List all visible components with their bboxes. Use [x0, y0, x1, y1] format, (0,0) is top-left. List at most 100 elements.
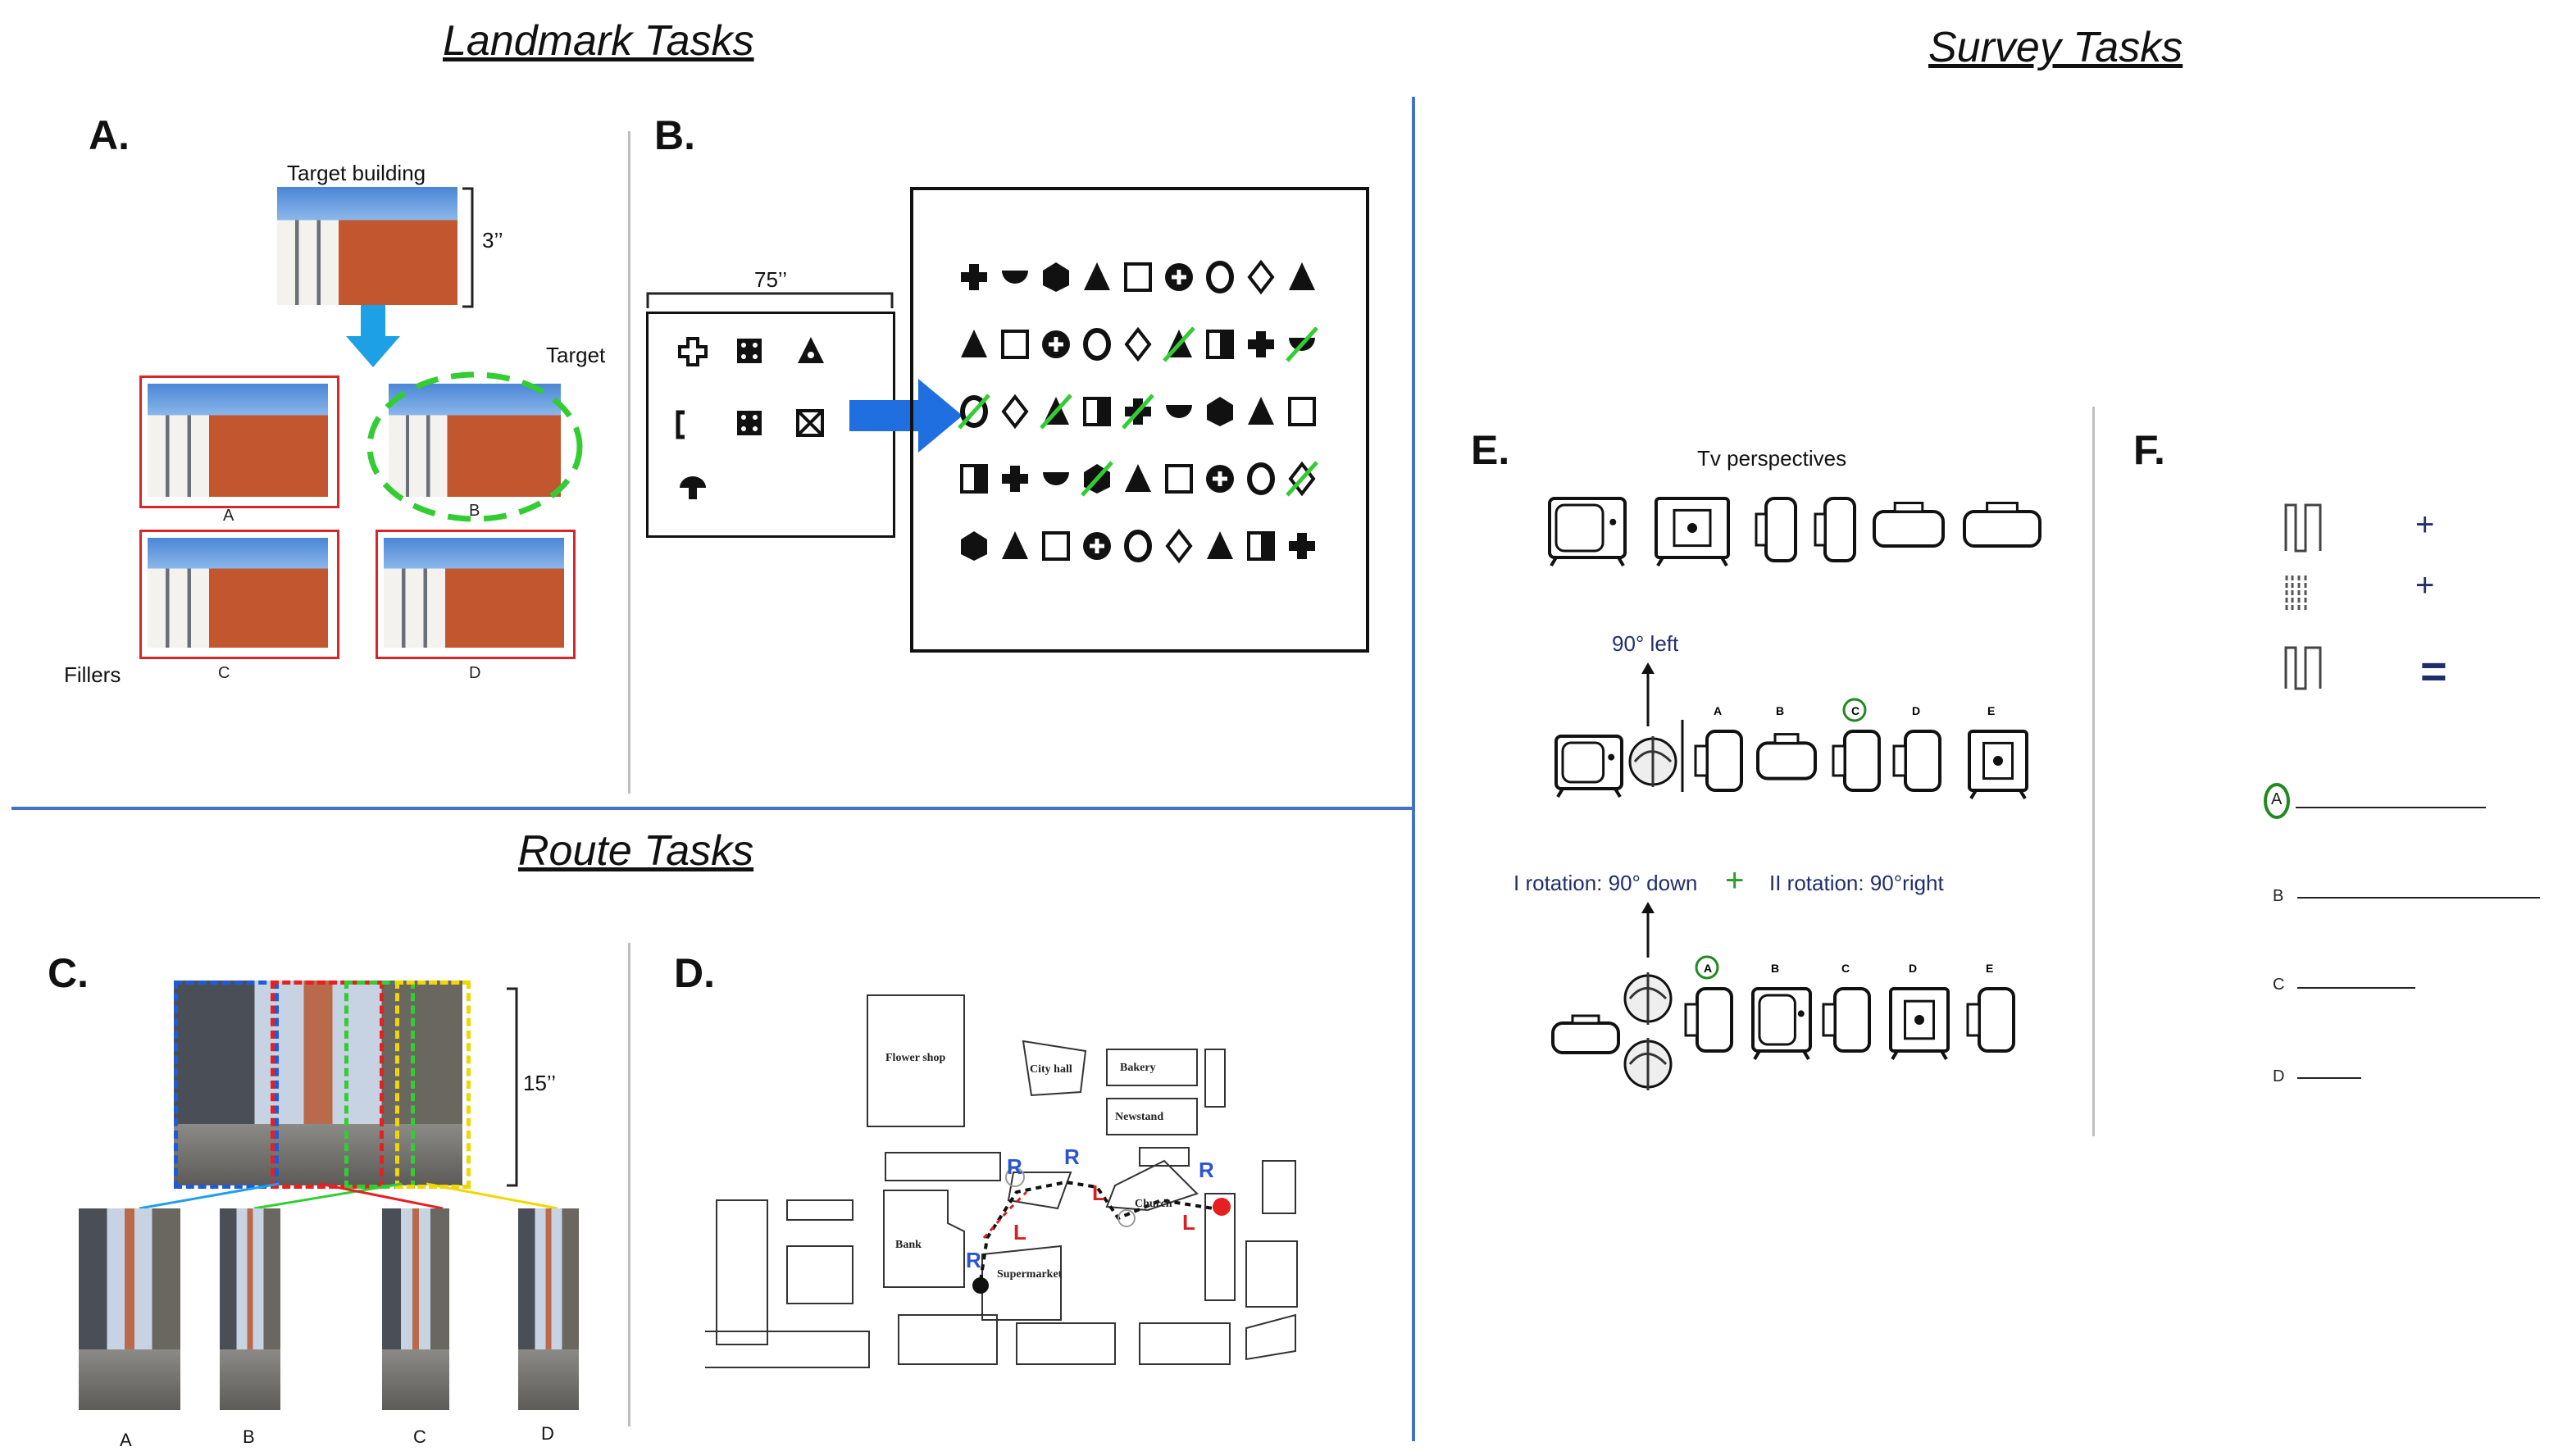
- test-symbol[interactable]: [1288, 397, 1316, 426]
- crossed-out-mark: [958, 394, 990, 430]
- street-option-b-photo[interactable]: [220, 1208, 280, 1410]
- street-segment-b-frame[interactable]: [271, 981, 384, 1189]
- study-symbol-card: [646, 312, 895, 538]
- option-a-label: A: [223, 507, 234, 525]
- street-duration-bracket: [507, 987, 518, 1187]
- test-symbol[interactable]: [1289, 262, 1315, 290]
- answer-option-d-label[interactable]: D: [2273, 1067, 2285, 1085]
- target-highlight-ellipse: [366, 371, 583, 522]
- test-symbol[interactable]: [1207, 397, 1233, 426]
- study-duration-bracket: [646, 292, 894, 308]
- tv-icon: [1554, 735, 1623, 799]
- street-option-b-label: B: [243, 1426, 255, 1447]
- test-symbol[interactable]: [1002, 466, 1028, 492]
- test-symbol[interactable]: [1043, 472, 1069, 485]
- pattern-glyph-3: [2284, 646, 2322, 690]
- test-symbol[interactable]: [1124, 530, 1152, 562]
- test-symbol[interactable]: [1206, 465, 1234, 493]
- test-symbol[interactable]: [1288, 461, 1316, 497]
- tv-icon: [1548, 497, 1627, 567]
- option-c-photo: [148, 538, 328, 648]
- test-symbol[interactable]: [1247, 462, 1275, 495]
- test-symbol[interactable]: [1043, 262, 1069, 292]
- option-d-frame[interactable]: [376, 530, 576, 659]
- test-symbol[interactable]: [1165, 528, 1193, 564]
- answer-option-c-label[interactable]: C: [2273, 976, 2285, 994]
- street-option-d-photo[interactable]: [518, 1208, 579, 1410]
- target-label: Target: [546, 343, 606, 367]
- map-building-label: City hall: [1030, 1063, 1072, 1076]
- map-turn-marker: R: [1064, 1144, 1080, 1169]
- answer-option-a-circle[interactable]: [2263, 782, 2291, 820]
- test-symbol[interactable]: [1001, 394, 1029, 430]
- map-building-label: Newstand: [1115, 1111, 1163, 1123]
- test-symbol[interactable]: [1207, 531, 1233, 559]
- test-symbol[interactable]: [1206, 330, 1234, 359]
- tv-icon: [1623, 1038, 1673, 1090]
- answer-option-a-label: A: [2271, 790, 2283, 808]
- survey-divider: [1412, 97, 1415, 1441]
- correct-answer-circle: [1695, 955, 1719, 980]
- tv-option-letter: C: [1851, 704, 1859, 717]
- test-symbol[interactable]: [1165, 464, 1193, 494]
- option-a-frame[interactable]: [139, 375, 339, 508]
- crossed-out-mark: [1163, 326, 1195, 362]
- test-symbol[interactable]: [1206, 261, 1234, 293]
- test-symbol[interactable]: [1124, 326, 1152, 362]
- option-d-label: D: [469, 664, 481, 682]
- test-symbol[interactable]: [961, 264, 987, 290]
- answer-line-b: [2297, 897, 2540, 899]
- test-symbol[interactable]: [1165, 263, 1193, 291]
- street-option-c-photo[interactable]: [382, 1208, 449, 1410]
- test-symbol[interactable]: [1248, 331, 1274, 357]
- panel-a-label: A.: [89, 112, 130, 158]
- test-symbol[interactable]: [1124, 262, 1152, 292]
- test-symbol[interactable]: [1248, 397, 1274, 425]
- tv-icon: [1963, 502, 2041, 548]
- street-option-a-photo[interactable]: [79, 1208, 180, 1410]
- test-symbol[interactable]: [960, 395, 988, 428]
- pattern-glyph-1: [2284, 503, 2322, 553]
- second-rotation-label: II rotation: 90°right: [1769, 871, 1944, 895]
- test-symbol-grid: [958, 259, 1318, 564]
- tv-icon: [1814, 497, 1856, 562]
- test-symbol[interactable]: [1083, 397, 1111, 426]
- test-symbol[interactable]: [1083, 328, 1111, 361]
- target-duration-label: 3’’: [482, 228, 503, 253]
- map-turn-marker: L: [1092, 1181, 1105, 1205]
- option-b-label: B: [469, 502, 480, 520]
- answer-line-a: [2296, 807, 2486, 808]
- test-symbol[interactable]: [1042, 531, 1070, 561]
- test-symbol[interactable]: [1001, 330, 1029, 359]
- test-symbol[interactable]: [1247, 531, 1275, 561]
- test-symbol[interactable]: [961, 330, 987, 357]
- test-symbol[interactable]: [1247, 259, 1275, 295]
- tv-option-letter: B: [1771, 962, 1779, 975]
- panel-e-label: E.: [1471, 427, 1510, 473]
- street-segment-a-frame[interactable]: [174, 981, 279, 1189]
- test-symbol[interactable]: [1042, 330, 1070, 358]
- test-symbol[interactable]: [1084, 262, 1110, 290]
- test-symbol[interactable]: [1125, 464, 1151, 492]
- tv-perspectives-row: [1548, 497, 2041, 567]
- map-turn-marker: R: [1007, 1154, 1022, 1179]
- tv-option-letter: C: [1841, 962, 1850, 975]
- test-symbol[interactable]: [1002, 271, 1028, 284]
- street-segment-d-frame[interactable]: [395, 981, 471, 1189]
- test-symbol[interactable]: [1083, 532, 1111, 560]
- map-building-label: Bakery: [1120, 1062, 1156, 1074]
- test-symbol[interactable]: [960, 464, 988, 494]
- segment-connector-arrows: [139, 1182, 558, 1210]
- option-c-frame[interactable]: [139, 530, 339, 659]
- answer-option-b-label[interactable]: B: [2273, 887, 2284, 905]
- right-arrow-icon: [849, 379, 963, 453]
- test-symbol[interactable]: [1002, 531, 1028, 559]
- tv-icon: [1892, 730, 1941, 792]
- test-symbol[interactable]: [961, 531, 987, 561]
- option-c-label: C: [218, 664, 230, 682]
- test-symbol[interactable]: [1166, 405, 1192, 418]
- test-symbol[interactable]: [1289, 533, 1315, 559]
- tv-icon: [1822, 987, 1871, 1053]
- tv-icon: [1755, 497, 1797, 562]
